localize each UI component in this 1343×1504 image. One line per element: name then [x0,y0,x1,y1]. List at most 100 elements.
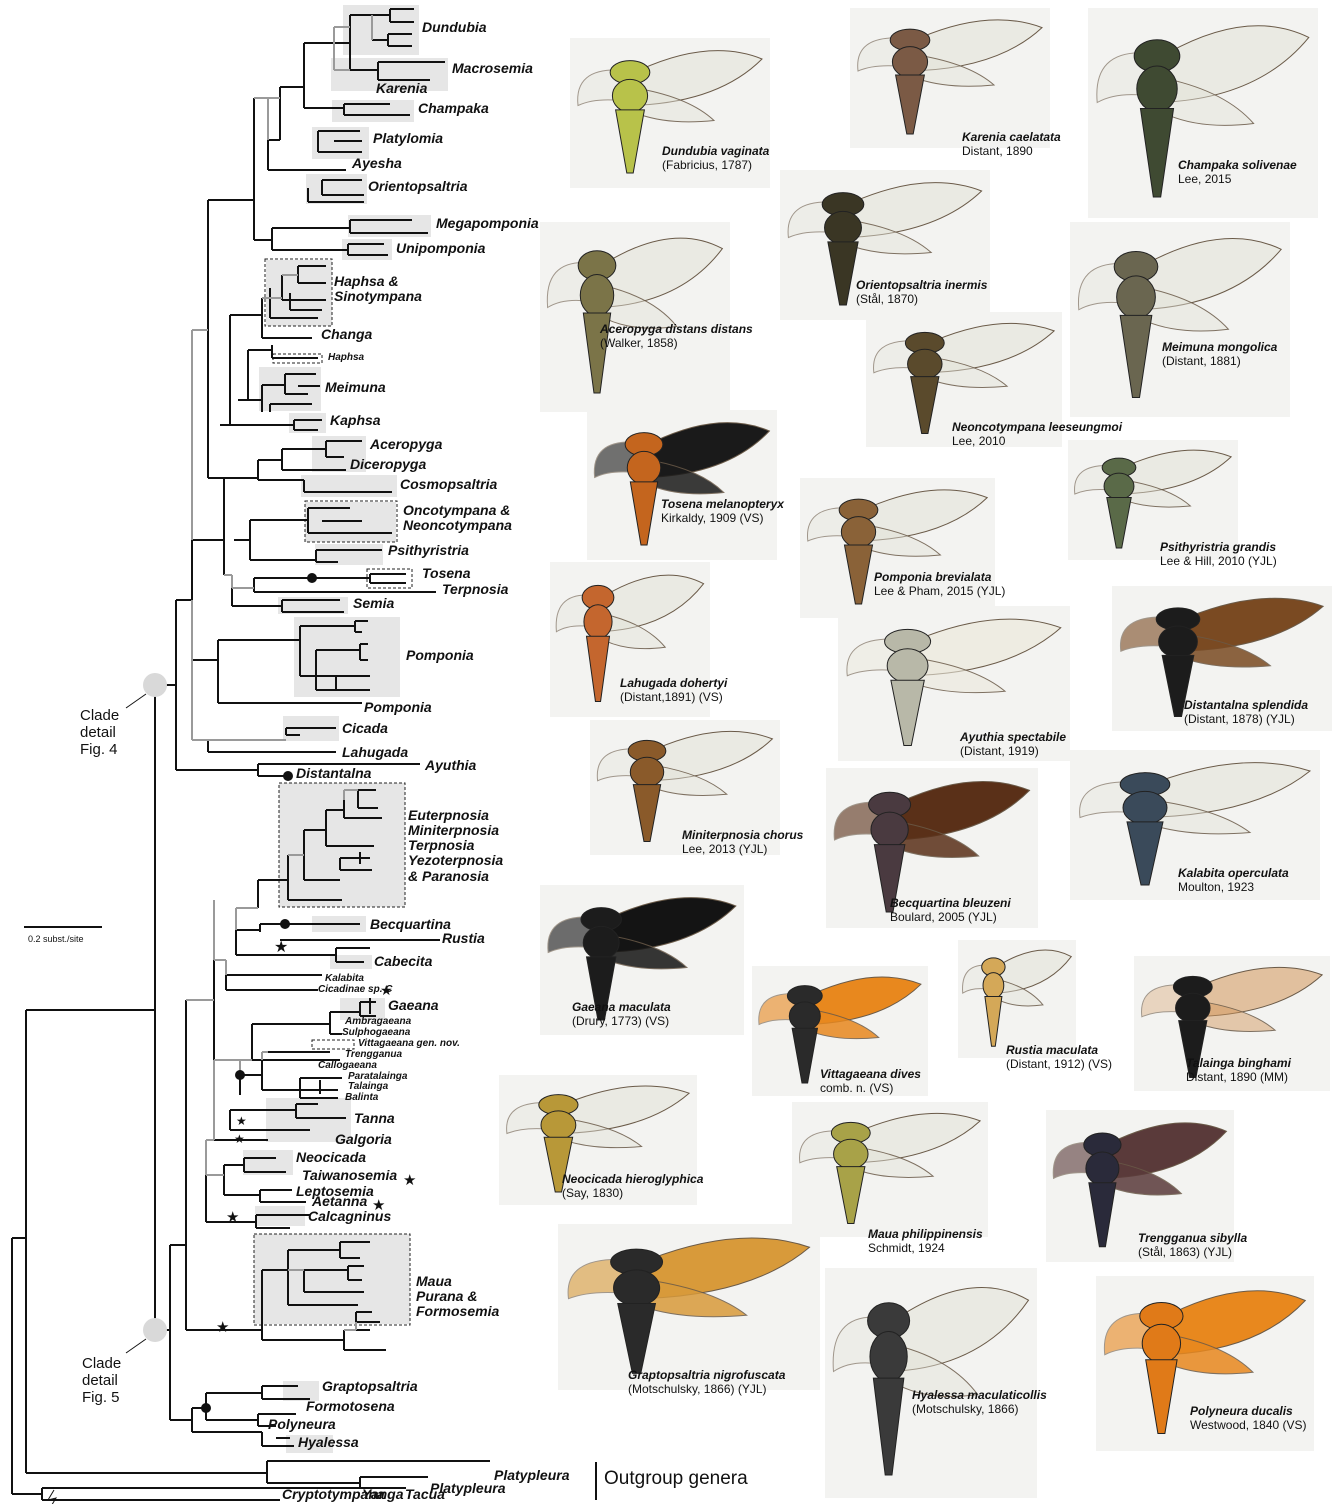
taxon-label: Sulphogaeana [342,1027,410,1038]
specimen-panel [958,940,1076,1058]
specimen-caption: Miniterpnosia chorusLee, 2013 (YJL) [682,828,803,856]
species-authority: Lee, 2015 [1178,172,1297,186]
species-authority: (Distant,1891) (VS) [620,690,727,704]
clade-note-line: Fig. 5 [82,1389,121,1406]
specimen-panel [850,8,1050,148]
taxon-label: Talainga [348,1081,388,1092]
taxon-label: Calcagninus [308,1208,391,1224]
specimen-caption: Hyalessa maculaticollis(Motschulsky, 186… [912,1388,1047,1416]
species-name: Becquartina bleuzeni [890,896,1011,910]
species-authority: (Distant, 1919) [960,744,1066,758]
species-name: Kalabita operculata [1178,866,1289,880]
species-authority: (Motschulsky, 1866) [912,1402,1047,1416]
clade-note-line: Fig. 4 [80,741,119,758]
species-name: Dundubia vaginata [662,144,769,158]
taxon-label: Cryptotympana [282,1486,385,1502]
taxon-label: Macrosemia [452,60,533,76]
species-name: Distantalna splendida [1184,698,1308,712]
taxon-label: Dundubia [422,19,487,35]
specimen-caption: Neoncotympana leeseungmoiLee, 2010 [952,420,1122,448]
species-name: Orientopsaltria inermis [856,278,987,292]
species-name: Talainga binghami [1186,1056,1291,1070]
specimen-caption: Aceropyga distans distans(Walker, 1858) [600,322,753,350]
taxon-label: Pomponia [364,699,432,715]
specimen-caption: Graptopsaltria nigrofuscata(Motschulsky,… [628,1368,785,1396]
taxon-label: & Paranosia [408,868,489,884]
species-authority: Lee & Hill, 2010 (YJL) [1160,554,1277,568]
species-authority: (Fabricius, 1787) [662,158,769,172]
taxon-label: Diceropyga [350,456,426,472]
specimen-caption: Dundubia vaginata(Fabricius, 1787) [662,144,769,172]
taxon-label: Taiwanosemia [302,1167,397,1183]
species-authority: (Drury, 1773) (VS) [572,1014,671,1028]
taxon-label: Haphsa & [334,273,399,289]
species-name: Neoncotympana leeseungmoi [952,420,1122,434]
clade-note-line: detail [82,1372,121,1389]
clade-note-fig4: Clade detail Fig. 4 [80,707,119,758]
species-name: Polyneura ducalis [1190,1404,1307,1418]
taxon-label: Champaka [418,100,489,116]
taxon-label: Tosena [422,565,471,581]
taxon-label: Semia [353,595,394,611]
cicada-specimen-photo [825,1268,1037,1498]
taxon-label: Ayesha [352,155,402,171]
taxon-label: Haphsa [328,352,364,363]
species-authority: Lee, 2010 [952,434,1122,448]
species-name: Champaka solivenae [1178,158,1297,172]
cicada-specimen-photo [958,940,1076,1058]
species-name: Rustia maculata [1006,1043,1112,1057]
species-name: Graptopsaltria nigrofuscata [628,1368,785,1382]
species-name: Vittagaeana dives [820,1067,921,1081]
species-name: Tosena melanopteryx [661,497,784,511]
clade-note-line: detail [80,724,119,741]
species-authority: (Distant, 1881) [1162,354,1277,368]
taxon-label: Platylomia [373,130,443,146]
species-name: Miniterpnosia chorus [682,828,803,842]
cicada-specimen-photo [792,1102,988,1237]
taxon-label: Kalabita [325,973,364,984]
taxon-label: Trengganua [345,1049,402,1060]
taxon-label: Ambragaeana [345,1016,411,1027]
taxon-label: Maua [416,1273,452,1289]
taxon-label: Euterpnosia [408,807,489,823]
species-authority: Boulard, 2005 (YJL) [890,910,1011,924]
species-authority: (Distant, 1912) (VS) [1006,1057,1112,1071]
species-authority: comb. n. (VS) [820,1081,921,1095]
taxon-label: Ayuthia [425,757,476,773]
species-name: Psithyristria grandis [1160,540,1277,554]
taxon-label: Miniterpnosia [408,822,499,838]
taxon-label: Oncotympana & [403,502,510,518]
scale-bar-label: 0.2 subst./site [28,934,84,944]
specimen-panel [1070,222,1290,417]
taxon-label: Formosemia [416,1303,499,1319]
taxon-label: Meimuna [325,379,386,395]
outgroup-label: Outgroup genera [604,1468,748,1490]
taxon-label: Cosmopsaltria [400,476,497,492]
specimen-caption: Talainga binghamiDistant, 1890 (MM) [1186,1056,1291,1084]
taxon-label: Terpnosia [442,581,508,597]
taxon-label: Purana & [416,1288,477,1304]
species-authority: Schmidt, 1924 [868,1241,983,1255]
svg-text:★: ★ [274,937,288,956]
cicada-specimen-photo [1070,222,1290,417]
species-name: Neocicada hieroglyphica [562,1172,703,1186]
clade-detail-markers [126,673,167,1353]
cicada-specimen-photo [540,222,730,412]
species-authority: Distant, 1890 [962,144,1061,158]
taxon-label: Neoncotympana [403,517,512,533]
taxon-label: Formotosena [306,1398,395,1414]
species-name: Aceropyga distans distans [600,322,753,336]
species-name: Meimuna mongolica [1162,340,1277,354]
specimen-panel [558,1224,820,1390]
taxon-label: Hyalessa [298,1434,359,1450]
species-name: Ayuthia spectabile [960,730,1066,744]
taxon-label: Callogaeana [318,1060,377,1071]
specimen-caption: Trengganua sibylla(Stål, 1863) (YJL) [1138,1231,1247,1259]
taxon-label: Gaeana [388,997,439,1013]
taxon-label: Cabecita [374,953,432,969]
